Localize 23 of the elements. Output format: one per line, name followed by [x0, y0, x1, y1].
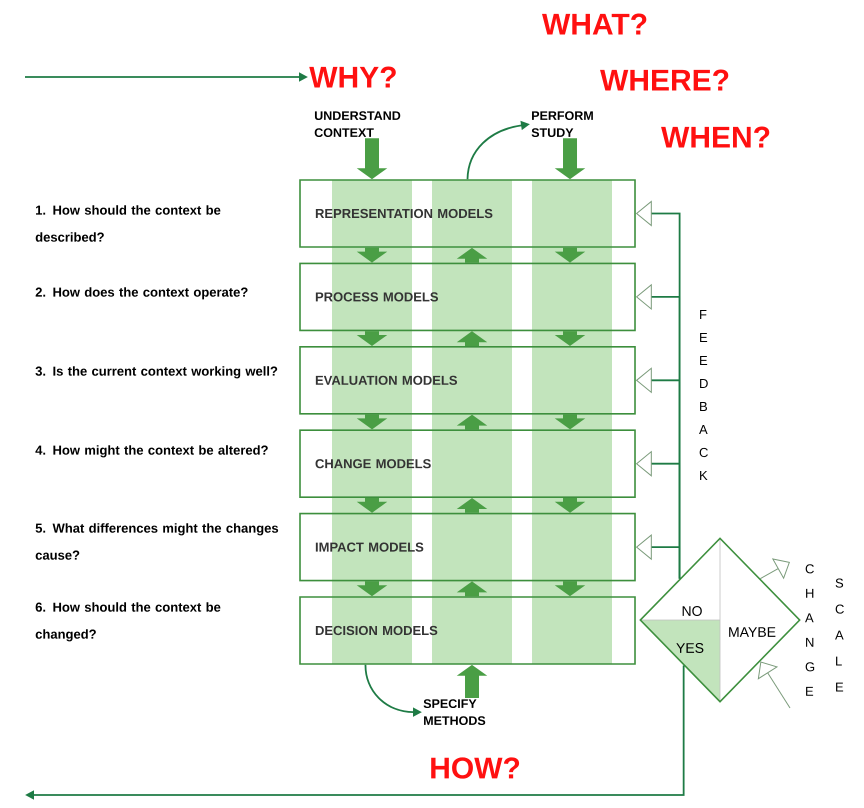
- model-box: REPRESENTATION MODELS: [299, 179, 636, 248]
- vertical-label: SCALE: [835, 578, 844, 692]
- question-text: 6. How should the context be changed?: [36, 602, 220, 642]
- question-word: HOW?: [431, 757, 520, 779]
- question-text: 4. How might the context be altered?: [35, 445, 268, 458]
- step-label: UNDERSTAND CONTEXT: [314, 111, 400, 138]
- question-text: 2. How does the context operate?: [36, 287, 248, 300]
- model-box: CHANGE MODELS: [299, 429, 636, 498]
- step-label: SPECIFY METHODS: [424, 699, 486, 726]
- question-word: WHEN?: [661, 126, 770, 148]
- question-word: WHY?: [309, 66, 396, 88]
- question-text: 1. How should the context be described?: [36, 205, 220, 242]
- question-text: 3. Is the current context working well?: [36, 366, 278, 378]
- model-box: PROCESS MODELS: [299, 262, 636, 332]
- model-box: EVALUATION MODELS: [299, 346, 636, 415]
- question-word: WHERE?: [600, 70, 728, 90]
- hollow-arrow: [760, 558, 790, 580]
- model-box: DECISION MODELS: [299, 596, 636, 665]
- model-box: IMPACT MODELS: [299, 512, 636, 582]
- vertical-label: FEEDBACK: [699, 310, 708, 480]
- question-word: WHAT?: [542, 14, 646, 34]
- step-label: PERFORM STUDY: [532, 111, 593, 138]
- question-text: 5. What differences might the changes cause?: [36, 523, 278, 560]
